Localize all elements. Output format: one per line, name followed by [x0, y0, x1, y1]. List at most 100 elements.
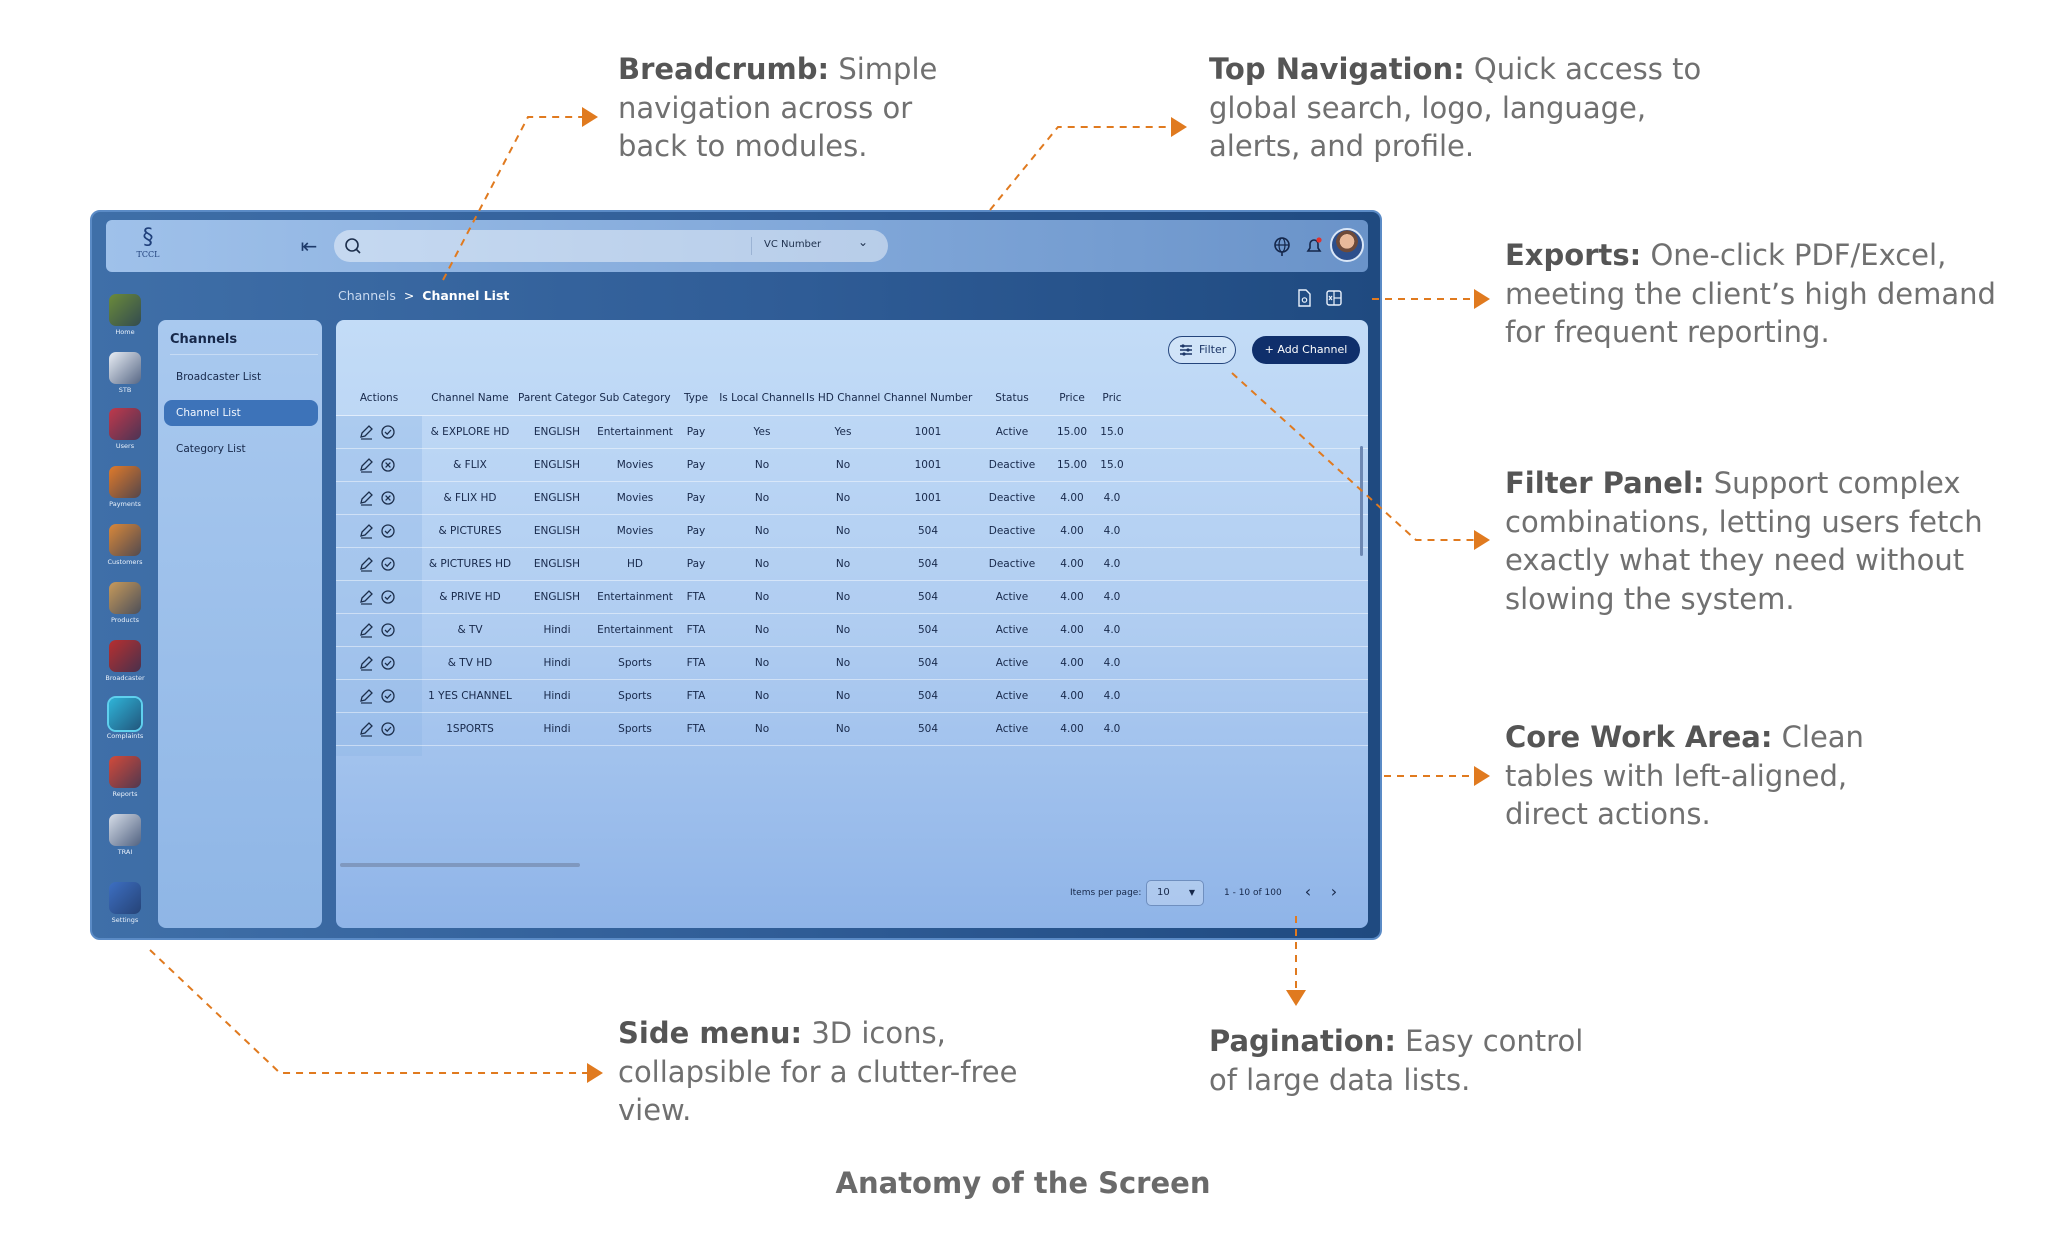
- edit-icon[interactable]: [358, 424, 374, 440]
- column-header[interactable]: Channel Number: [883, 392, 973, 404]
- cell-status: Deactive: [988, 492, 1036, 504]
- check-circle-icon[interactable]: [380, 655, 396, 671]
- edit-icon[interactable]: [358, 556, 374, 572]
- side-menu-item-settings[interactable]: Settings: [102, 882, 148, 924]
- horizontal-scrollbar[interactable]: [340, 863, 580, 867]
- cell-price2: 4.0: [1103, 492, 1121, 504]
- check-circle-icon[interactable]: [380, 556, 396, 572]
- excel-export-icon[interactable]: [1324, 288, 1344, 308]
- side-menu-label: TRAI: [117, 848, 133, 856]
- previous-page-icon[interactable]: ‹: [1304, 882, 1312, 901]
- figure-caption: Anatomy of the Screen: [835, 1166, 1211, 1200]
- cell-hd: No: [835, 723, 851, 735]
- cell-name: 1SPORTS: [446, 723, 494, 735]
- side-menu-item-users[interactable]: Users: [102, 408, 148, 450]
- cell-price: 4.00: [1060, 591, 1084, 603]
- cell-sub: Movies: [616, 492, 654, 504]
- edit-icon[interactable]: [358, 721, 374, 737]
- edit-icon[interactable]: [358, 655, 374, 671]
- column-header[interactable]: Parent Category: [518, 392, 596, 404]
- side-menu-item-products[interactable]: Products: [102, 582, 148, 624]
- side-menu-label: Home: [115, 328, 135, 336]
- globe-icon[interactable]: [1270, 234, 1294, 258]
- check-circle-icon[interactable]: [380, 589, 396, 605]
- edit-icon[interactable]: [358, 523, 374, 539]
- side-menu-item-home[interactable]: Home: [102, 294, 148, 336]
- menu-toggle-icon[interactable]: ⇤: [300, 234, 318, 258]
- side-menu-item-trai[interactable]: TRAI: [102, 814, 148, 856]
- edit-icon[interactable]: [358, 490, 374, 506]
- column-header[interactable]: Is Local Channel: [719, 392, 805, 404]
- column-header[interactable]: Is HD Channel: [806, 392, 880, 404]
- avatar[interactable]: [1330, 228, 1364, 262]
- cell-price2: 4.0: [1103, 558, 1121, 570]
- column-header[interactable]: Status: [995, 392, 1029, 404]
- side-menu-item-customers[interactable]: Customers: [102, 524, 148, 566]
- items-per-page-value: 10: [1157, 887, 1170, 898]
- chevron-down-icon[interactable]: ⌄: [858, 235, 869, 249]
- cell-number: 504: [917, 690, 939, 702]
- check-circle-icon[interactable]: [380, 622, 396, 638]
- cell-status: Active: [995, 690, 1029, 702]
- side-menu-item-stb[interactable]: STB: [102, 352, 148, 394]
- edit-icon[interactable]: [358, 589, 374, 605]
- cell-parent: Hindi: [543, 657, 571, 669]
- column-header[interactable]: Pric: [1102, 392, 1122, 404]
- cell-local: No: [754, 657, 770, 669]
- add-channel-button[interactable]: + Add Channel: [1252, 336, 1360, 364]
- column-header[interactable]: Type: [683, 392, 709, 404]
- cell-price: 4.00: [1060, 525, 1084, 537]
- check-circle-icon[interactable]: [380, 523, 396, 539]
- column-header[interactable]: Price: [1059, 392, 1085, 404]
- check-circle-icon[interactable]: [380, 688, 396, 704]
- search-input[interactable]: [370, 236, 750, 256]
- vertical-scrollbar[interactable]: [1360, 446, 1363, 556]
- cell-price: 15.00: [1056, 426, 1088, 438]
- submenu-item-channel-list[interactable]: Channel List: [164, 400, 318, 426]
- cell-hd: No: [835, 591, 851, 603]
- bell-icon[interactable]: [1302, 234, 1326, 258]
- column-header[interactable]: Sub Category: [599, 392, 671, 404]
- breadcrumb-parent[interactable]: Channels: [338, 288, 396, 303]
- cell-price: 4.00: [1060, 657, 1084, 669]
- edit-icon[interactable]: [358, 688, 374, 704]
- x-circle-icon[interactable]: [380, 490, 396, 506]
- users-icon: [109, 408, 141, 440]
- next-page-icon[interactable]: ›: [1330, 882, 1338, 901]
- check-circle-icon[interactable]: [380, 424, 396, 440]
- side-menu-item-reports[interactable]: Reports: [102, 756, 148, 798]
- side-menu-item-payments[interactable]: Payments: [102, 466, 148, 508]
- cell-number: 504: [917, 624, 939, 636]
- cell-hd: No: [835, 459, 851, 471]
- column-header[interactable]: Actions: [359, 392, 399, 404]
- edit-icon[interactable]: [358, 457, 374, 473]
- items-per-page-select[interactable]: 10 ▼: [1146, 880, 1204, 906]
- x-circle-icon[interactable]: [380, 457, 396, 473]
- search-filter-select[interactable]: VC Number: [764, 239, 822, 250]
- submenu-item-broadcaster-list[interactable]: Broadcaster List: [176, 371, 262, 383]
- submenu-item-category-list[interactable]: Category List: [176, 443, 246, 455]
- caret-down-icon: ▼: [1188, 888, 1195, 897]
- filter-button[interactable]: Filter: [1168, 336, 1236, 364]
- edit-icon[interactable]: [358, 622, 374, 638]
- side-menu-item-complaints[interactable]: Complaints: [102, 698, 148, 740]
- customers-icon: [109, 524, 141, 556]
- side-menu-label: Complaints: [106, 732, 144, 740]
- column-header[interactable]: Channel Name: [431, 392, 509, 404]
- cell-type: Pay: [686, 492, 706, 504]
- cell-hd: Yes: [834, 426, 852, 438]
- side-menu-item-broadcaster[interactable]: Broadcaster: [102, 640, 148, 682]
- pdf-export-icon[interactable]: [1294, 288, 1314, 308]
- check-circle-icon[interactable]: [380, 721, 396, 737]
